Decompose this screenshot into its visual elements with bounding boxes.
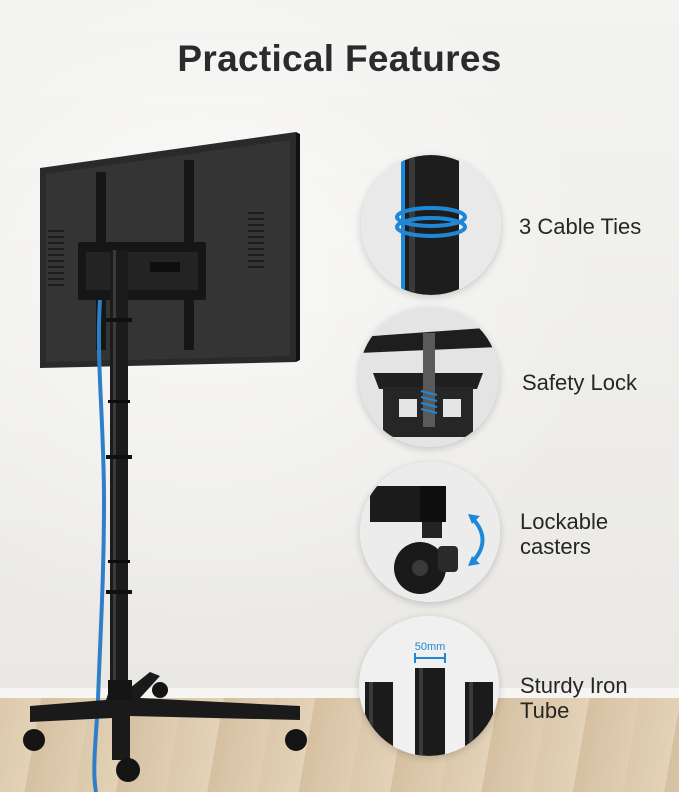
feature-label-iron-tube-line2: Tube: [520, 698, 570, 723]
feature-circle-iron-tube: 50mm: [359, 616, 499, 756]
caster-wheels: [23, 682, 307, 782]
stand-base: [30, 672, 300, 760]
feature-circle-cable-ties: [361, 155, 501, 295]
tube-size-label: 50mm: [415, 641, 446, 653]
feature-label-casters: Lockable casters: [520, 509, 608, 559]
stand-pole: [106, 250, 132, 690]
feature-label-cable-ties: 3 Cable Ties: [519, 214, 642, 239]
feature-label-iron-tube-line1: Sturdy Iron: [520, 673, 628, 698]
feature-label-safety-lock: Safety Lock: [522, 370, 637, 395]
feature-label-casters-line1: Lockable: [520, 509, 609, 534]
feature-circle-safety-lock: [359, 307, 499, 447]
feature-label-iron-tube: Sturdy Iron Tube: [520, 673, 628, 723]
cable-tie-icon: [361, 155, 501, 295]
blue-cable: [92, 299, 107, 792]
feature-label-casters-line2: casters: [520, 534, 591, 559]
caster-icon: [360, 462, 500, 602]
page-title: Practical Features: [177, 38, 502, 79]
safety-lock-icon: [359, 307, 499, 447]
feature-circle-casters: [360, 462, 500, 602]
iron-tube-icon: 50mm: [359, 616, 499, 756]
